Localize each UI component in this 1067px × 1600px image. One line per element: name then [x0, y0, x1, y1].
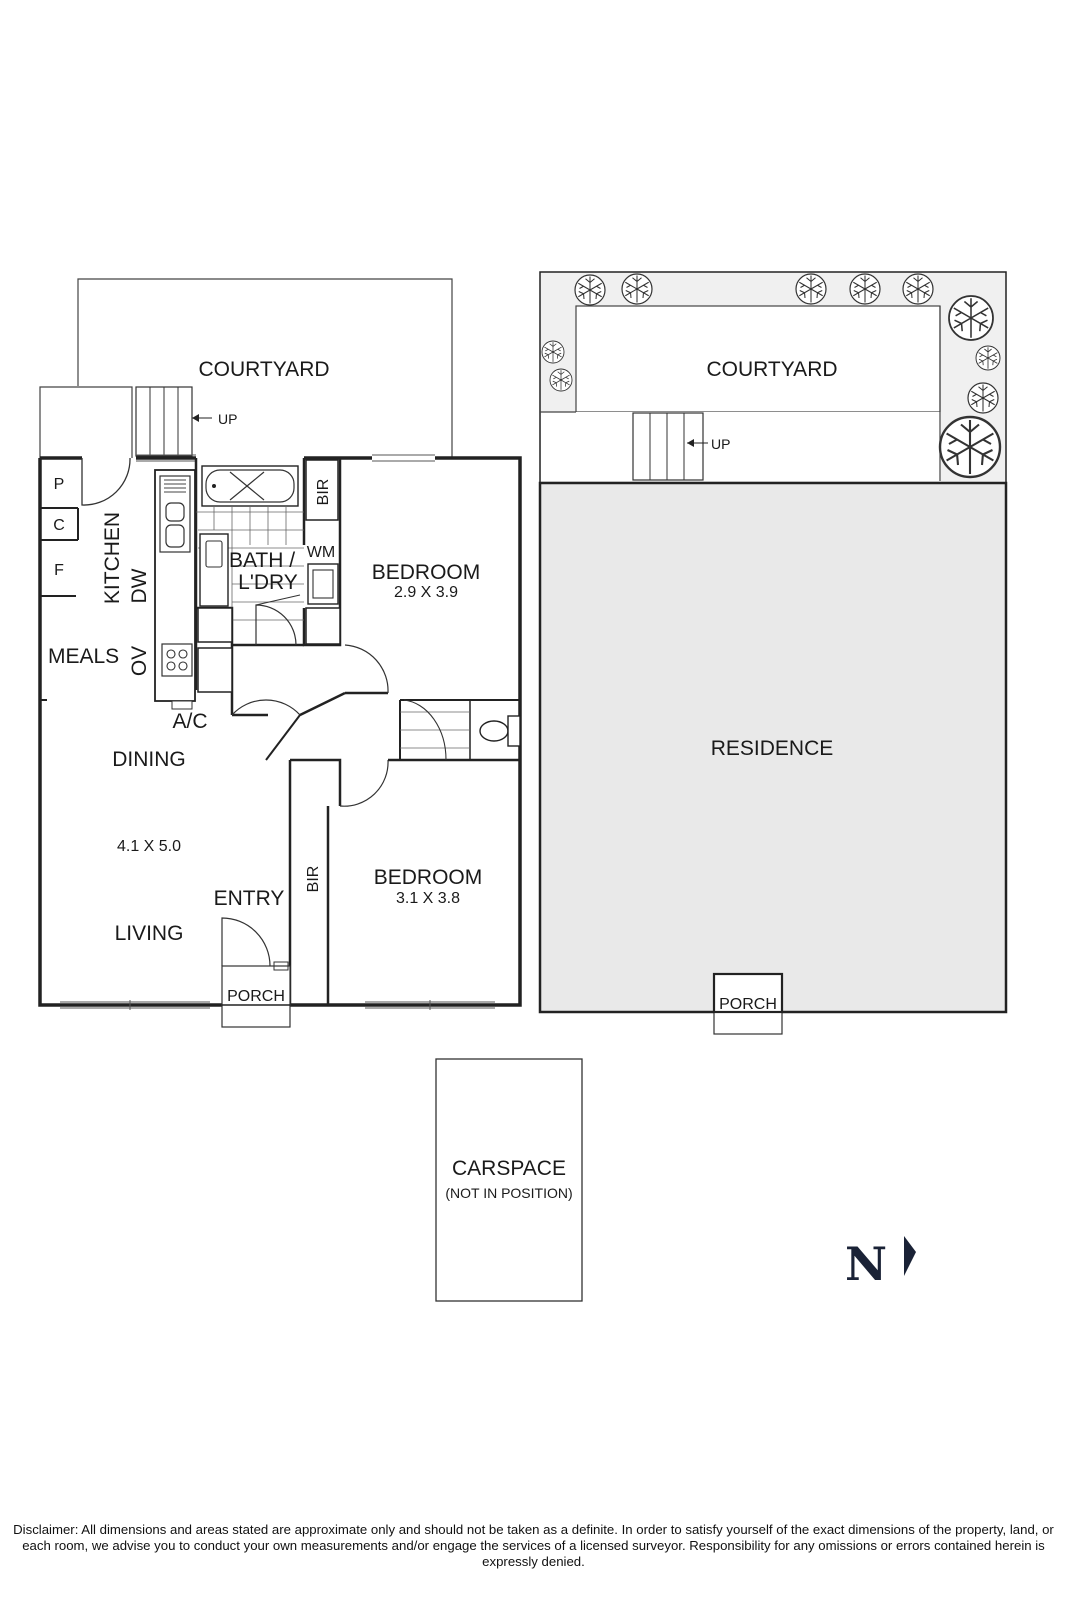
north-label: N — [845, 1237, 887, 1291]
courtyard-label-right: COURTYARD — [706, 358, 837, 381]
kitchen-bench — [154, 469, 196, 710]
bath-tub — [201, 465, 299, 507]
living-label: LIVING — [115, 922, 184, 945]
dining-label: DINING — [112, 748, 186, 771]
bedroom1-dimensions: 2.9 X 3.9 — [394, 584, 458, 601]
carspace-note: (NOT IN POSITION) — [445, 1185, 572, 1201]
up-label: UP — [218, 411, 237, 427]
north-arrow-icon — [904, 1236, 916, 1276]
steps-left — [135, 386, 212, 457]
disclaimer-text: Disclaimer: All dimensions and areas sta… — [13, 1522, 1054, 1569]
porch-label-right: PORCH — [719, 996, 777, 1013]
pantry-label: P — [54, 476, 65, 493]
bir-label-top: BIR — [315, 479, 332, 506]
carspace-label: CARSPACE — [452, 1157, 566, 1180]
residence-label: RESIDENCE — [711, 737, 834, 760]
fridge-label: F — [54, 562, 64, 579]
living-dimensions: 4.1 X 5.0 — [117, 838, 181, 855]
right-plan — [538, 271, 1008, 1035]
porch-left — [221, 917, 291, 1028]
bedroom2-dimensions: 3.1 X 3.8 — [396, 890, 460, 907]
meals-label: MEALS — [48, 645, 119, 668]
bir-label-bottom: BIR — [305, 866, 322, 893]
bath-label-line2: L'DRY — [238, 571, 298, 594]
oven-label: OV — [128, 646, 151, 676]
bath-label-line1: BATH / — [229, 549, 295, 572]
courtyard-label: COURTYARD — [198, 358, 329, 381]
bedroom1-label: BEDROOM — [372, 561, 481, 584]
cupboard-label: C — [53, 517, 65, 534]
entry-label: ENTRY — [214, 887, 285, 910]
washing-machine-label: WM — [307, 544, 335, 561]
up-label-right: UP — [711, 436, 730, 452]
porch-label-left: PORCH — [227, 988, 285, 1005]
kitchen-label: KITCHEN — [101, 512, 124, 604]
carspace-box — [435, 1058, 583, 1302]
dishwasher-label: DW — [128, 568, 151, 603]
left-plan — [38, 278, 522, 1028]
aircon-label: A/C — [172, 710, 207, 733]
bedroom2-label: BEDROOM — [374, 866, 483, 889]
toilet-area — [399, 699, 521, 761]
